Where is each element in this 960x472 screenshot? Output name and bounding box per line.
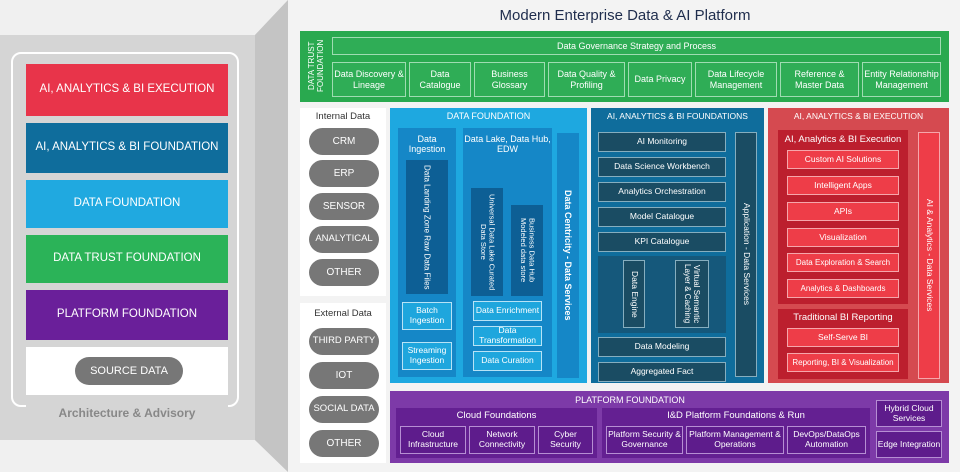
ai-monitoring: AI Monitoring	[598, 132, 726, 152]
bi-box-title: Traditional BI Reporting	[793, 311, 893, 323]
intelligent-apps: Intelligent Apps	[787, 176, 899, 195]
trust-item-privacy: Data Privacy	[628, 62, 692, 97]
custom-ai-solutions: Custom AI Solutions	[787, 150, 899, 169]
trust-item-glossary: Business Glossary	[474, 62, 545, 97]
ai-analytics-data-services: AI & Analytics - Data Services	[918, 132, 940, 379]
network-connectivity: Network Connectivity	[469, 426, 535, 454]
aggregated-fact: Aggregated Fact	[598, 362, 726, 382]
stack-layer-trust-foundation: DATA TRUST FOUNDATION	[26, 235, 228, 283]
trust-item-quality: Data Quality & Profiling	[548, 62, 625, 97]
cyber-security: Cyber Security	[538, 426, 593, 454]
hybrid-cloud-services: Hybrid Cloud Services	[876, 400, 942, 427]
application-data-services: Application - Data Services	[735, 132, 757, 377]
analytics-dashboards: Analytics & Dashboards	[787, 279, 899, 298]
stack-layer-platform-foundation: PLATFORM FOUNDATION	[26, 290, 228, 340]
platform-security-governance: Platform Security & Governance	[606, 426, 683, 454]
trust-side-label: DATA TRUST FOUNDATION	[306, 39, 325, 93]
trust-item-discovery: Data Discovery & Lineage	[332, 62, 406, 97]
stack-layer-data-foundation: DATA FOUNDATION	[26, 180, 228, 228]
reporting-bi-visualization: Reporting, BI & Visualization	[787, 353, 899, 372]
page-title: Modern Enterprise Data & AI Platform	[499, 7, 751, 25]
trust-item-catalogue: Data Catalogue	[409, 62, 471, 97]
data-enrichment: Data Enrichment	[473, 301, 542, 321]
trust-item-lifecycle: Data Lifecycle Management	[695, 62, 777, 97]
source-social-data: SOCIAL DATA	[309, 396, 379, 423]
id-platform-title: I&D Platform Foundations & Run	[667, 409, 805, 421]
trust-item-entity: Entity Relationship Management	[862, 62, 941, 97]
source-erp: ERP	[309, 160, 379, 187]
source-analytical: ANALYTICAL	[309, 226, 379, 253]
analytics-orchestration: Analytics Orchestration	[598, 182, 726, 202]
cloud-foundations-title: Cloud Foundations	[456, 409, 537, 421]
universal-data-lake: Universal Data Lake Curated Data Store	[471, 188, 503, 296]
ai-execution-title: AI, ANALYTICS & BI EXECUTION	[793, 110, 924, 121]
governance-strategy: Data Governance Strategy and Process	[332, 37, 941, 55]
ingestion-title: Data Ingestion	[408, 133, 446, 154]
source-third-party: THIRD PARTY	[309, 328, 379, 355]
virtual-semantic-layer: Virtual Semantic Layer & Caching	[675, 260, 709, 328]
data-curation: Data Curation	[473, 351, 542, 371]
kpi-catalogue: KPI Catalogue	[598, 232, 726, 252]
self-serve-bi: Self-Serve BI	[787, 328, 899, 347]
ai-foundation-title: AI, ANALYTICS & BI FOUNDATIONS	[607, 110, 748, 121]
data-science-workbench: Data Science Workbench	[598, 157, 726, 177]
apis: APIs	[787, 202, 899, 221]
exec-box-title: AI, Analytics & BI Execution	[784, 133, 902, 145]
source-external-other: OTHER	[309, 430, 379, 457]
data-engine: Data Engine	[623, 260, 645, 328]
data-foundation-title: DATA FOUNDATION	[446, 111, 531, 122]
landing-zone: Data Landing Zone Raw Data Files	[406, 160, 448, 294]
data-modeling: Data Modeling	[598, 337, 726, 357]
source-data-pill: SOURCE DATA	[75, 357, 183, 385]
data-transformation: Data Transformation	[473, 325, 542, 346]
data-services-column: Data Centricity - Data Services	[557, 133, 579, 378]
trust-item-reference: Reference & Master Data	[780, 62, 859, 97]
business-data-hub: Business Data Hub Modeled data store	[511, 205, 543, 296]
source-internal-other: OTHER	[309, 259, 379, 286]
data-exploration-search: Data Exploration & Search	[787, 253, 899, 272]
architecture-advisory-caption: Architecture & Advisory	[26, 405, 228, 423]
source-sensor: SENSOR	[309, 193, 379, 220]
lake-title: Data Lake, Data Hub, EDW	[464, 133, 551, 154]
devops-dataops-automation: DevOps/DataOps Automation	[787, 426, 866, 454]
external-data-title: External Data	[314, 307, 372, 319]
cloud-infrastructure: Cloud Infrastructure	[400, 426, 466, 454]
edge-integration: Edge Integration	[876, 431, 942, 458]
stack-layer-ai-execution: AI, ANALYTICS & BI EXECUTION	[26, 64, 228, 116]
source-iot: IOT	[309, 362, 379, 389]
streaming-ingestion: Streaming Ingestion	[402, 342, 452, 370]
batch-ingestion: Batch Ingestion	[402, 302, 452, 330]
internal-data-title: Internal Data	[315, 110, 371, 122]
stack-layer-ai-foundation: AI, ANALYTICS & BI FOUNDATION	[26, 123, 228, 173]
source-crm: CRM	[309, 128, 379, 155]
platform-management-operations: Platform Management & Operations	[686, 426, 784, 454]
visualization: Visualization	[787, 228, 899, 247]
model-catalogue: Model Catalogue	[598, 207, 726, 227]
platform-foundation-title: PLATFORM FOUNDATION	[575, 394, 685, 405]
